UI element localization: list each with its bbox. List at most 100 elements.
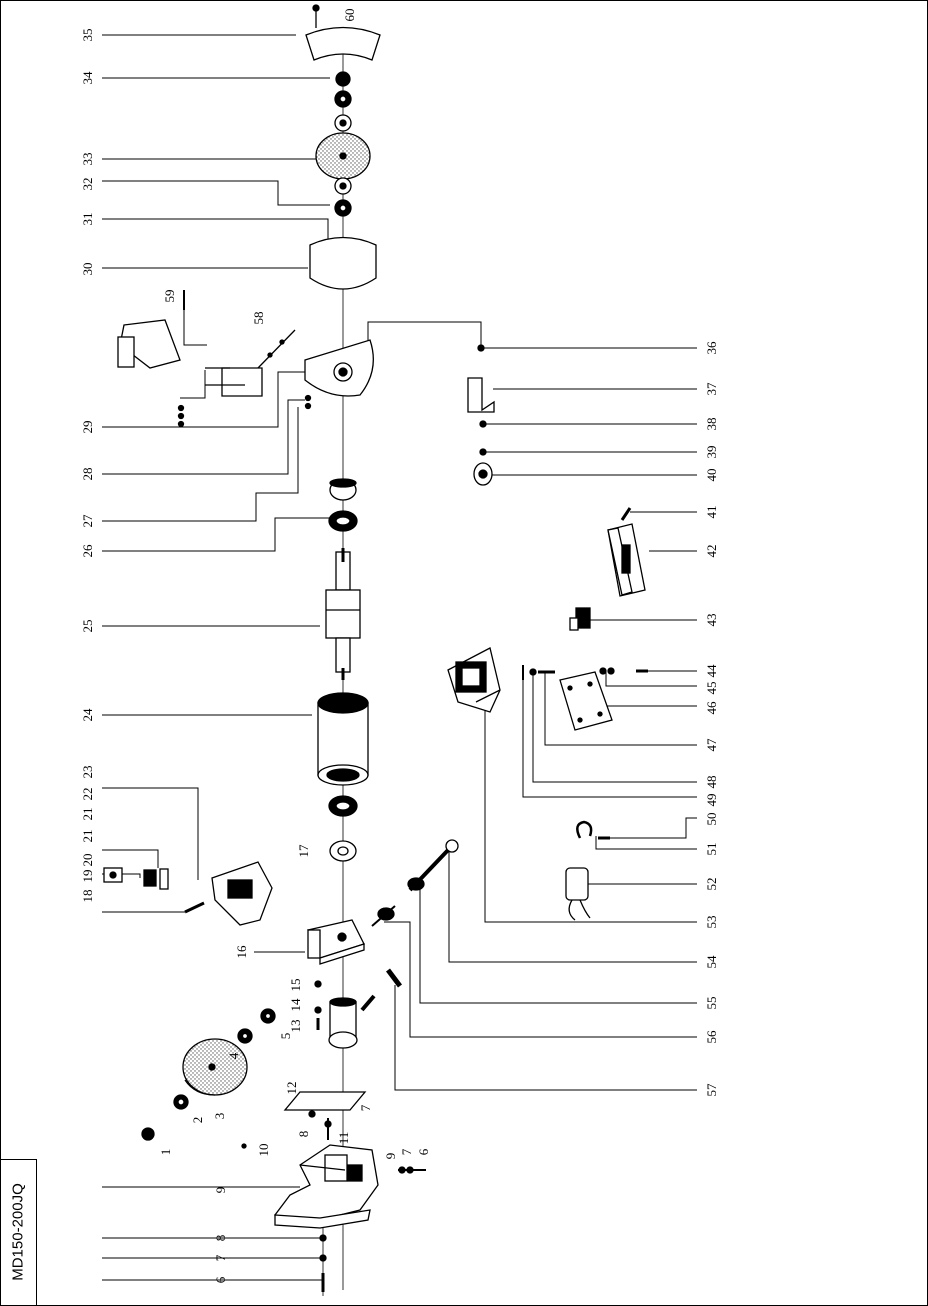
label-36: 36 — [704, 341, 719, 355]
part-51-clip — [576, 820, 593, 839]
part-10-screw — [241, 1143, 247, 1149]
label-19: 19 — [80, 870, 95, 883]
label-21b: 21 — [80, 830, 95, 843]
part-41-screw — [620, 507, 632, 521]
label-55: 55 — [704, 997, 719, 1010]
part-59-tool-rest-assembly — [117, 290, 296, 428]
label-8a: 8 — [296, 1131, 311, 1138]
label-34: 34 — [80, 71, 95, 85]
part-motor-end-cap — [328, 997, 358, 1049]
label-6a: 6 — [416, 1148, 431, 1155]
part-38-washer — [479, 420, 487, 428]
label-42: 42 — [704, 545, 719, 558]
part-12-plate — [283, 1091, 367, 1111]
label-47: 47 — [704, 738, 719, 752]
label-7a: 7 — [358, 1104, 373, 1111]
label-29: 29 — [80, 421, 95, 434]
label-60: 60 — [342, 9, 357, 22]
label-9b: 9 — [383, 1153, 398, 1160]
label-58: 58 — [251, 312, 266, 325]
label-4: 4 — [226, 1052, 241, 1059]
leader-lines-left — [102, 34, 330, 1281]
label-41: 41 — [704, 506, 719, 519]
label-8b: 8 — [213, 1235, 228, 1242]
label-5: 5 — [278, 1033, 293, 1040]
label-6b: 6 — [213, 1276, 228, 1283]
label-10: 10 — [256, 1144, 271, 1157]
label-43: 43 — [704, 614, 719, 627]
label-28: 28 — [80, 468, 95, 481]
label-18: 18 — [80, 890, 95, 903]
label-51: 51 — [704, 843, 719, 856]
label-57: 57 — [704, 1083, 719, 1097]
part-60-screw — [312, 4, 320, 28]
label-23: 23 — [80, 766, 95, 779]
label-13: 13 — [288, 1020, 303, 1033]
label-46: 46 — [704, 701, 719, 715]
label-20: 20 — [80, 854, 95, 867]
label-16: 16 — [234, 945, 249, 959]
label-59: 59 — [162, 290, 177, 303]
label-39: 39 — [704, 446, 719, 459]
label-45: 45 — [704, 682, 719, 695]
part-labels: 35 60 34 33 32 31 30 59 58 29 28 27 26 2… — [80, 9, 719, 1284]
label-52: 52 — [704, 878, 719, 891]
part-37-bracket — [467, 377, 495, 413]
label-53: 53 — [704, 916, 719, 929]
part-25-armature — [325, 548, 361, 680]
leader-lines-right — [367, 321, 697, 1091]
part-45-washer — [599, 667, 607, 675]
label-30: 30 — [80, 263, 95, 276]
label-1: 1 — [158, 1149, 173, 1156]
label-21a: 21 — [80, 808, 95, 821]
part-43-clip — [569, 607, 591, 631]
part-30-wheel-guard — [309, 236, 377, 290]
part-46-terminal-plate — [559, 671, 613, 731]
label-12: 12 — [284, 1082, 299, 1095]
part-34-nut — [335, 71, 351, 87]
label-17: 17 — [296, 844, 311, 858]
label-44: 44 — [704, 664, 719, 678]
label-2: 2 — [190, 1117, 205, 1124]
label-48: 48 — [704, 776, 719, 789]
label-11: 11 — [336, 1132, 351, 1145]
part-35-guard-cover — [305, 26, 381, 61]
label-40: 40 — [704, 469, 719, 482]
model-box — [0, 1159, 37, 1306]
label-22: 22 — [80, 788, 95, 801]
label-25: 25 — [80, 620, 95, 633]
label-38: 38 — [704, 418, 719, 431]
label-35: 35 — [80, 29, 95, 42]
label-56: 56 — [704, 1030, 719, 1044]
label-26: 26 — [80, 544, 95, 558]
label-14: 14 — [288, 998, 303, 1012]
label-32: 32 — [80, 178, 95, 191]
part-57-pin — [386, 968, 402, 988]
label-54: 54 — [704, 955, 719, 969]
parts — [103, 4, 648, 1292]
part-16-switch-block — [307, 919, 365, 965]
label-7b: 7 — [399, 1148, 414, 1155]
part-42-bracket — [607, 523, 646, 597]
part-18-22-switch-parts — [103, 867, 205, 914]
label-37: 37 — [704, 382, 719, 396]
label-27: 27 — [80, 514, 95, 528]
part-39-washer — [479, 448, 487, 456]
part-13-15-small-parts — [314, 980, 322, 1030]
part-9-base — [273, 1144, 379, 1229]
part-54-56-cable-fittings — [371, 839, 459, 927]
part-52-capacitor — [565, 867, 591, 921]
part-53-switch-box — [447, 647, 501, 713]
label-49: 49 — [704, 794, 719, 807]
label-33: 33 — [80, 153, 95, 166]
part-24-stator — [317, 692, 369, 786]
label-31: 31 — [80, 213, 95, 226]
label-50: 50 — [704, 813, 719, 826]
part-1-nut — [141, 1127, 155, 1141]
part-36-screw — [477, 344, 485, 352]
label-15: 15 — [288, 979, 303, 992]
label-9a: 9 — [213, 1187, 228, 1194]
label-7c: 7 — [213, 1254, 228, 1261]
